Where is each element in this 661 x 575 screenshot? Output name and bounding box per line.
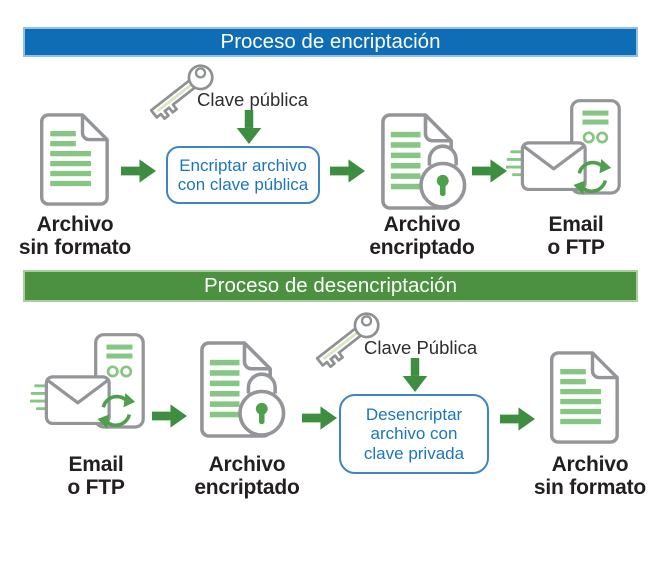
public-key-label: Clave Pública (364, 337, 478, 358)
encrypt-process-box: Encriptar archivo con clave pública (166, 146, 320, 204)
email-ftp-label-line2: o FTP (67, 476, 125, 499)
decrypt-box-line1: Desencriptar (365, 404, 463, 424)
plain-file-label-line2: sin formato (533, 476, 647, 499)
right-arrow-icon (302, 406, 337, 430)
encryption-banner-text: Proceso de encriptación (220, 30, 441, 53)
encrypt-box-line2: con clave pública (177, 175, 309, 194)
document-icon (36, 112, 110, 207)
encrypted-file-label: Archivo encriptado (347, 213, 497, 259)
email-ftp-label-line2: o FTP (547, 236, 605, 259)
encrypted-file-label-line1: Archivo (208, 453, 286, 476)
plain-file-label-line1: Archivo (551, 453, 629, 476)
locked-document-icon (377, 112, 468, 211)
locked-document-icon (196, 340, 287, 439)
right-arrow-icon (152, 404, 187, 428)
plain-file-label: Archivo sin formato (0, 213, 150, 259)
right-arrow-icon (500, 407, 535, 431)
encrypt-box-line1: Encriptar archivo (179, 155, 307, 175)
decryption-banner: Proceso de desencriptación (23, 270, 638, 302)
email-ftp-label: Email o FTP (21, 453, 171, 499)
email-ftp-label-line1: Email (548, 213, 604, 236)
public-key-label: Clave pública (197, 89, 309, 110)
decrypt-box-line2: archivo con (370, 424, 458, 444)
down-arrow-icon (236, 110, 262, 144)
right-arrow-icon (330, 159, 365, 183)
plain-file-label-line2: sin formato (18, 236, 132, 259)
email-ftp-label-line1: Email (68, 453, 124, 476)
decryption-banner-text: Proceso de desencriptación (204, 274, 457, 297)
encryption-banner: Proceso de encriptación (23, 27, 638, 57)
encrypted-file-label: Archivo encriptado (172, 453, 322, 499)
email-ftp-icon (506, 98, 632, 202)
plain-file-label: Archivo sin formato (515, 453, 661, 499)
decrypt-process-box: Desencriptar archivo con clave privada (339, 394, 489, 474)
document-icon (546, 350, 620, 445)
encrypted-file-label-line2: encriptado (194, 476, 300, 499)
right-arrow-icon (121, 159, 156, 183)
email-ftp-icon (30, 332, 156, 436)
decrypt-box-line3: clave privada (363, 443, 465, 463)
right-arrow-icon (472, 159, 507, 183)
plain-file-label-line1: Archivo (36, 213, 114, 236)
encrypted-file-label-line2: encriptado (369, 236, 475, 259)
encrypted-file-label-line1: Archivo (383, 213, 461, 236)
down-arrow-icon (402, 358, 428, 392)
email-ftp-label: Email o FTP (501, 213, 651, 259)
